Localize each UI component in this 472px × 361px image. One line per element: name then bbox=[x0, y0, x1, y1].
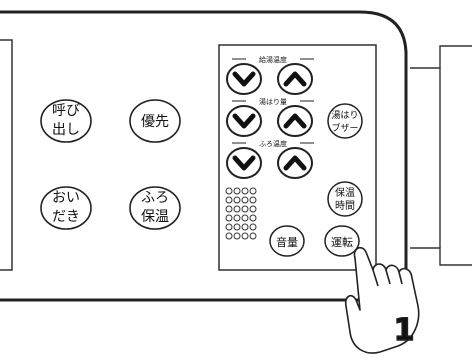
keep-warm-time-label-2: 時間 bbox=[335, 200, 355, 212]
speaker-hole bbox=[233, 232, 241, 240]
speaker-hole bbox=[249, 205, 257, 213]
speaker-hole bbox=[241, 232, 249, 240]
keep-warm-time-button[interactable]: 保温 時間 bbox=[327, 181, 363, 217]
reheat-button[interactable]: おい だき bbox=[40, 186, 92, 230]
housing-outline bbox=[0, 10, 408, 302]
step-number-label: 1 bbox=[394, 313, 415, 348]
speaker-hole bbox=[249, 232, 257, 240]
reheat-button-label-1: おい bbox=[52, 190, 80, 206]
speaker-hole bbox=[233, 196, 241, 204]
bath-temp-up-button[interactable] bbox=[277, 147, 313, 179]
pointing-hand-icon bbox=[344, 246, 420, 354]
down-arrow-icon bbox=[232, 155, 256, 171]
speaker-hole bbox=[233, 205, 241, 213]
call-button[interactable]: 呼び 出し bbox=[40, 99, 92, 143]
supply-temp-up-button[interactable] bbox=[277, 63, 313, 95]
speaker-hole bbox=[241, 187, 249, 195]
bath-keep-warm-label-2: 保温 bbox=[141, 209, 169, 225]
speaker-hole bbox=[225, 214, 233, 222]
speaker-hole bbox=[241, 223, 249, 231]
fill-buzzer-button[interactable]: 湯はり ブザー bbox=[327, 103, 363, 139]
speaker-hole bbox=[249, 214, 257, 222]
arrow-buttons bbox=[226, 63, 313, 179]
bath-temp-down-button[interactable] bbox=[226, 147, 262, 179]
speaker-hole bbox=[225, 196, 233, 204]
supply-temp-caption: 給湯温度 bbox=[259, 55, 287, 64]
supply-temp-group: 給湯温度 bbox=[232, 54, 314, 64]
fill-amount-group: 湯はり量 bbox=[232, 96, 314, 106]
bath-keep-warm-button[interactable]: ふろ 保温 bbox=[129, 186, 181, 230]
speaker-hole bbox=[225, 223, 233, 231]
bath-keep-warm-label-1: ふろ bbox=[141, 190, 169, 206]
up-arrow-icon bbox=[283, 71, 307, 87]
power-button[interactable]: 運転 bbox=[324, 225, 360, 257]
fill-amount-up-button[interactable] bbox=[277, 105, 313, 137]
speaker-hole bbox=[249, 196, 257, 204]
bath-temp-caption: ふろ温度 bbox=[259, 139, 287, 148]
step-number-badge: 1 bbox=[393, 312, 415, 348]
fill-buzzer-label-1: 湯はり bbox=[331, 110, 358, 121]
bath-temp-group: ふろ温度 bbox=[232, 138, 314, 148]
speaker-hole bbox=[249, 223, 257, 231]
speaker-grille-icon bbox=[225, 187, 257, 240]
priority-button[interactable]: 優先 bbox=[129, 99, 181, 143]
speaker-hole bbox=[233, 223, 241, 231]
power-label: 運転 bbox=[331, 236, 353, 249]
right-tabs bbox=[410, 45, 472, 266]
down-arrow-icon bbox=[232, 71, 256, 87]
speaker-hole bbox=[225, 232, 233, 240]
speaker-hole bbox=[241, 214, 249, 222]
up-arrow-icon bbox=[283, 155, 307, 171]
reheat-button-label-2: だき bbox=[52, 209, 80, 225]
call-button-label-1: 呼び bbox=[52, 103, 80, 119]
fill-buzzer-label-2: ブザー bbox=[331, 122, 358, 134]
call-button-label-2: 出し bbox=[52, 122, 80, 138]
speaker-hole bbox=[249, 187, 257, 195]
speaker-hole bbox=[233, 214, 241, 222]
down-arrow-icon bbox=[232, 113, 256, 129]
speaker-hole bbox=[225, 205, 233, 213]
speaker-hole bbox=[233, 187, 241, 195]
fill-amount-caption: 湯はり量 bbox=[259, 97, 287, 106]
speaker-hole bbox=[241, 205, 249, 213]
priority-button-label: 優先 bbox=[141, 114, 169, 130]
volume-button[interactable]: 音量 bbox=[269, 225, 305, 257]
volume-label: 音量 bbox=[276, 235, 298, 249]
left-bracket bbox=[0, 39, 13, 271]
fill-amount-down-button[interactable] bbox=[226, 105, 262, 137]
speaker-hole bbox=[225, 187, 233, 195]
keep-warm-time-label-1: 保温 bbox=[335, 186, 355, 199]
supply-temp-down-button[interactable] bbox=[226, 63, 262, 95]
up-arrow-icon bbox=[283, 113, 307, 129]
speaker-hole bbox=[241, 196, 249, 204]
